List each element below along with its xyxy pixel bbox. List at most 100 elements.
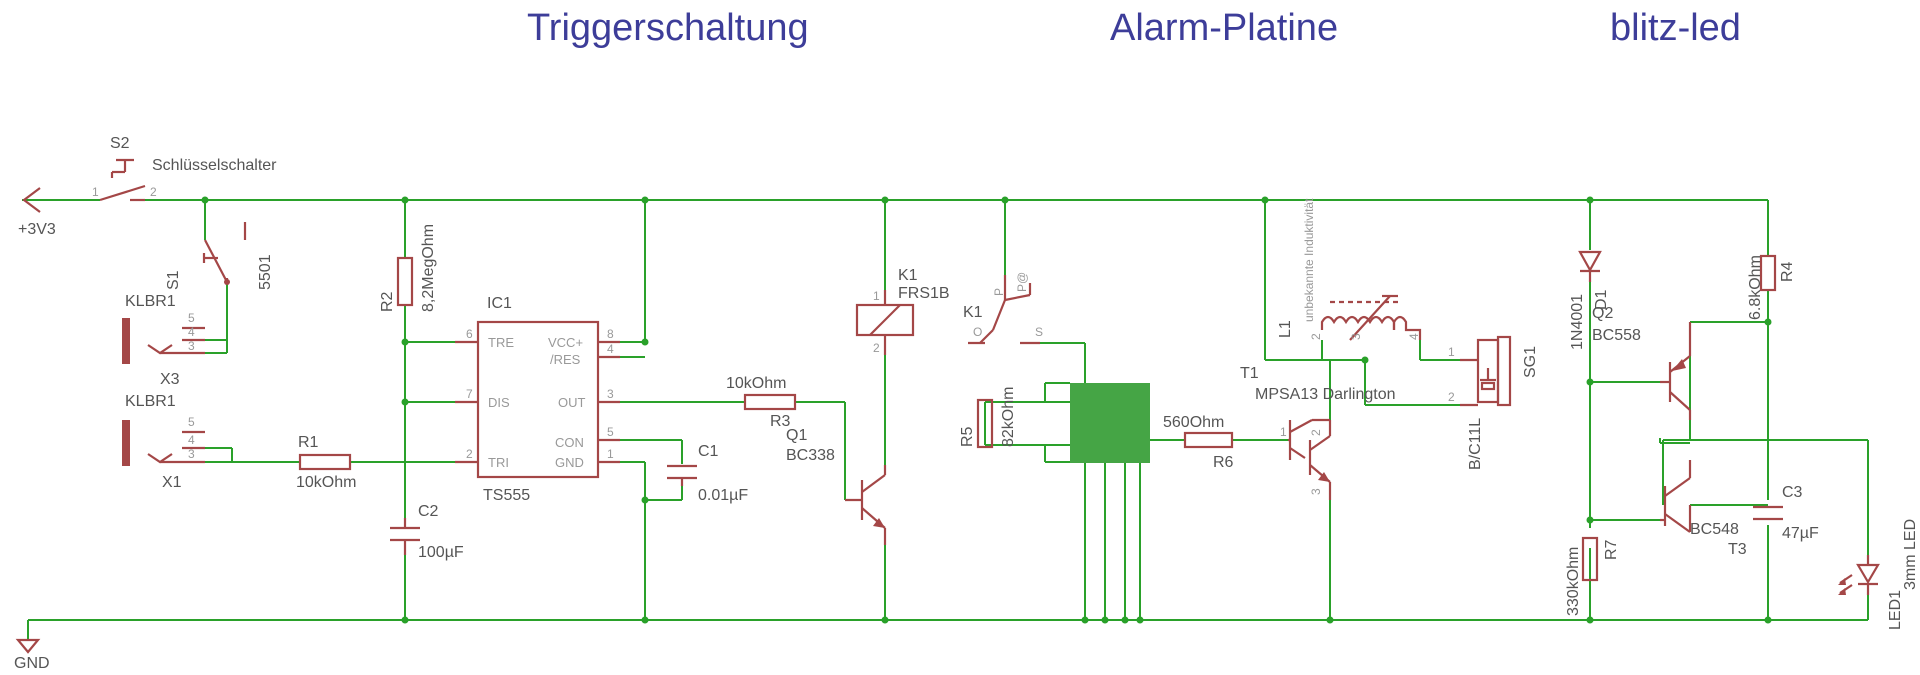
s1-value: 5501 <box>257 254 274 290</box>
svg-text:/RES: /RES <box>550 352 581 367</box>
r5-name: R5 <box>959 426 976 447</box>
title-blitz-led: blitz-led <box>1610 7 1741 49</box>
svg-text:4: 4 <box>1407 333 1421 340</box>
x1-value: KLBR1 <box>125 393 176 410</box>
transistor-t3-icon <box>1660 460 1692 533</box>
l1-name: L1 <box>1277 320 1294 338</box>
c3-value: 47µF <box>1782 525 1819 542</box>
relay-switch-k1-icon <box>968 275 1040 345</box>
vcc-arrow-icon <box>22 187 41 213</box>
svg-text:4: 4 <box>188 433 195 447</box>
alarm-module-board <box>1070 383 1150 463</box>
svg-text:P@: P@ <box>1015 272 1029 292</box>
led1-value: 3mm LED <box>1902 519 1919 590</box>
r1-name: R1 <box>298 434 319 451</box>
d1-value: 1N4001 <box>1569 294 1586 350</box>
r4-name: R4 <box>1779 261 1796 282</box>
sg1-value: B/C11L <box>1467 418 1484 470</box>
resistor-r5-icon <box>976 398 994 449</box>
switch-s1-icon <box>202 222 247 285</box>
r6-name: R6 <box>1213 454 1234 471</box>
connector-x3-icon <box>122 318 205 364</box>
r4-value: 6.8kOhm <box>1747 255 1764 320</box>
c1-value: 0.01µF <box>698 487 748 504</box>
r2-value: 8,2MegOhm <box>420 224 437 312</box>
t3-value: BC548 <box>1690 521 1739 538</box>
s2-value: Schlüsselschalter <box>152 157 277 174</box>
svg-text:OUT: OUT <box>558 395 586 410</box>
svg-text:2: 2 <box>150 185 157 199</box>
svg-text:3: 3 <box>1349 333 1363 340</box>
led1-name: LED1 <box>1887 590 1904 630</box>
t1-value: MPSA13 Darlington <box>1255 386 1396 403</box>
key-switch-s2-icon <box>99 158 146 202</box>
q1-name: Q1 <box>786 427 807 444</box>
svg-text:P: P <box>992 288 1006 296</box>
r5-value: 82kOhm <box>1000 387 1017 447</box>
r6-value: 560Ohm <box>1163 414 1224 431</box>
x3-name: X3 <box>160 371 180 388</box>
svg-text:5: 5 <box>188 311 195 325</box>
svg-text:5: 5 <box>607 425 614 439</box>
svg-text:5: 5 <box>188 415 195 429</box>
svg-text:8: 8 <box>607 327 614 341</box>
d1-name: D1 <box>1593 289 1610 310</box>
svg-text:O: O <box>973 325 982 339</box>
svg-text:1: 1 <box>607 447 614 461</box>
title-alarm-platine: Alarm-Platine <box>1110 7 1338 49</box>
svg-text:CON: CON <box>555 435 584 450</box>
svg-text:VCC+: VCC+ <box>548 335 583 350</box>
vcc-label: +3V3 <box>18 221 56 238</box>
diode-d1-icon <box>1578 250 1602 282</box>
ic1-name: IC1 <box>487 295 512 312</box>
svg-text:3: 3 <box>1309 488 1323 495</box>
svg-text:6: 6 <box>466 327 473 341</box>
svg-text:S: S <box>1035 325 1043 339</box>
capacitor-c1-icon <box>667 464 697 486</box>
svg-text:DIS: DIS <box>488 395 510 410</box>
resistor-r2-icon <box>396 256 414 307</box>
t3-name: T3 <box>1728 541 1747 558</box>
svg-text:GND: GND <box>555 455 584 470</box>
wires <box>22 199 1869 640</box>
sg1-name: SG1 <box>1522 346 1539 378</box>
ic1-ts555-chip <box>455 320 620 479</box>
capacitor-c3-icon <box>1753 505 1783 521</box>
r1-value: 10kOhm <box>296 474 356 491</box>
c1-name: C1 <box>698 443 719 460</box>
t1-name: T1 <box>1240 365 1259 382</box>
c2-value: 100µF <box>418 544 464 561</box>
relay-coil-k1-icon <box>855 290 915 355</box>
svg-text:1: 1 <box>1280 425 1287 439</box>
svg-text:2: 2 <box>1309 429 1323 436</box>
transistor-q1-icon <box>845 465 887 545</box>
l1-value: unbekannte Induktivität <box>1302 198 1316 322</box>
svg-text:1: 1 <box>873 289 880 303</box>
title-triggerschaltung: Triggerschaltung <box>527 7 809 49</box>
svg-text:1: 1 <box>1448 345 1455 359</box>
q2-name: Q2 <box>1592 305 1613 322</box>
capacitor-c2-icon <box>390 518 420 555</box>
junctions <box>201 196 1772 624</box>
led1-icon <box>1838 555 1880 595</box>
svg-text:TRE: TRE <box>488 335 514 350</box>
inductor-l1-icon <box>1320 294 1422 341</box>
svg-text:2: 2 <box>1448 390 1455 404</box>
svg-text:7: 7 <box>466 387 473 401</box>
ic1-value: TS555 <box>483 487 530 504</box>
q2-value: BC558 <box>1592 327 1641 344</box>
resistor-r7-icon <box>1581 536 1599 582</box>
gnd-label: GND <box>14 655 50 672</box>
k1-switch-name: K1 <box>963 304 983 321</box>
svg-text:4: 4 <box>188 325 195 339</box>
buzzer-sg1-icon <box>1460 335 1512 407</box>
r3-name: R3 <box>770 413 791 430</box>
x1-name: X1 <box>162 474 182 491</box>
c2-name: C2 <box>418 503 439 520</box>
svg-text:2: 2 <box>873 341 880 355</box>
ground-symbol-icon <box>15 638 41 654</box>
k1-coil-name: K1 <box>898 267 918 284</box>
resistor-r3-icon <box>743 393 797 411</box>
connector-x1-icon <box>122 420 205 466</box>
